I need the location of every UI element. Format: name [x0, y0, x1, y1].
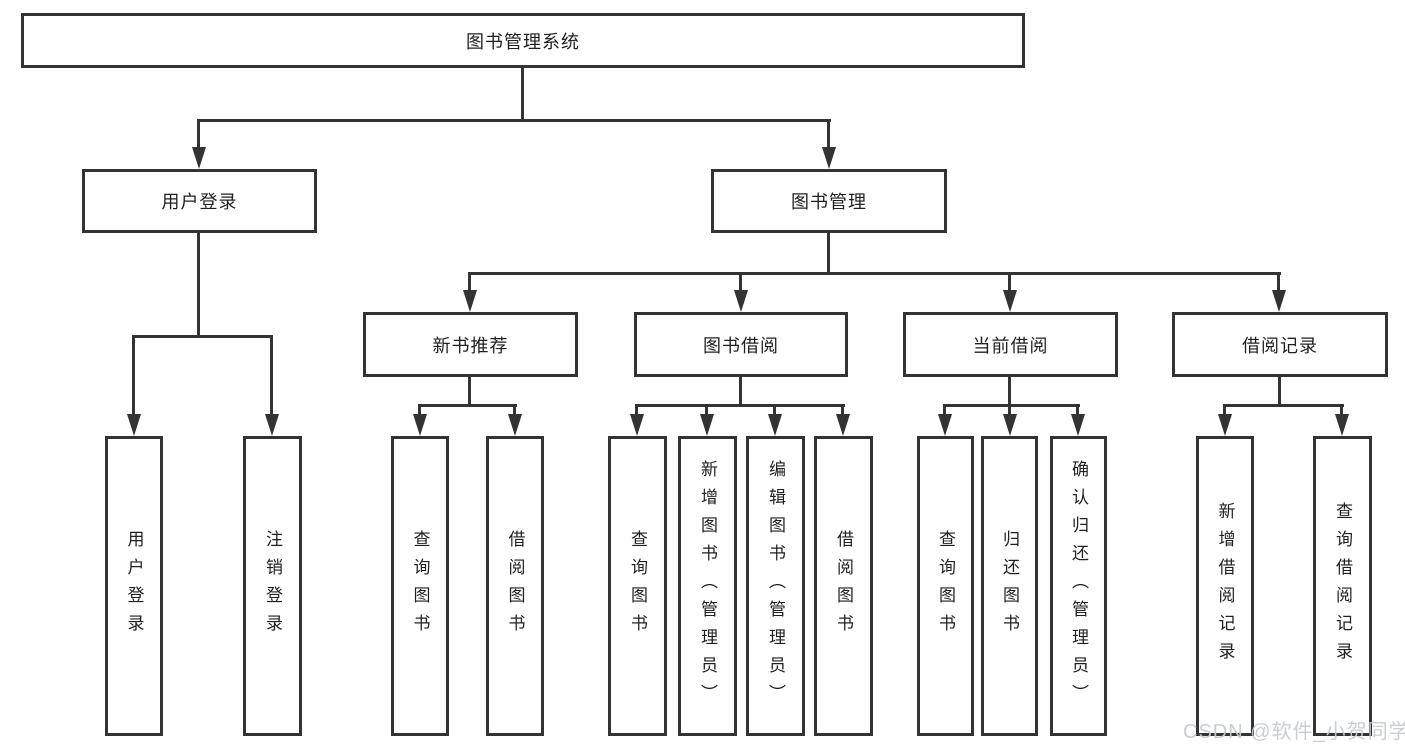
csdn-watermark: CSDN @软件_小贺同学 — [1183, 721, 1405, 743]
arrow-down-icon — [127, 414, 141, 436]
connector-line — [468, 272, 1281, 275]
arrow-down-icon — [700, 414, 714, 436]
leaf-query-books-recommend: 查询图书 — [391, 436, 449, 736]
node-label: 借阅图书 — [834, 530, 853, 642]
connector-line — [943, 404, 946, 416]
leaf-add-borrow-record: 新增借阅记录 — [1196, 436, 1254, 736]
arrow-down-icon — [836, 414, 850, 436]
connector-line — [705, 404, 708, 416]
arrow-down-icon — [463, 290, 477, 312]
node-library-management-system: 图书管理系统 — [21, 13, 1025, 68]
connector-line — [739, 377, 742, 407]
node-label: 用户登录 — [124, 530, 144, 642]
arrow-down-icon — [413, 414, 427, 436]
leaf-confirm-return-admin: 确认归还（管理员） — [1050, 436, 1107, 736]
connector-line — [468, 272, 471, 292]
connector-line — [1008, 272, 1011, 292]
arrow-down-icon — [1071, 414, 1085, 436]
node-new-book-recommendation: 新书推荐 — [363, 312, 578, 377]
connector-line — [198, 119, 831, 122]
leaf-add-book-admin: 新增图书（管理员） — [678, 436, 737, 736]
node-label: 归还图书 — [1000, 530, 1019, 642]
arrow-down-icon — [1335, 414, 1349, 436]
leaf-return-book: 归还图书 — [981, 436, 1038, 736]
connector-line — [635, 404, 638, 416]
arrow-down-icon — [822, 147, 836, 169]
connector-line — [197, 119, 200, 149]
node-label: 借阅图书 — [505, 530, 525, 642]
node-label: 查询图书 — [410, 530, 430, 642]
arrow-down-icon — [192, 147, 206, 169]
connector-line — [635, 404, 845, 407]
node-label: 图书管理 — [791, 192, 867, 212]
node-borrowing-records: 借阅记录 — [1172, 312, 1388, 377]
node-label: 用户登录 — [161, 192, 238, 212]
connector-line — [827, 233, 830, 274]
connector-line — [1223, 404, 1226, 416]
connector-line — [1340, 404, 1343, 416]
connector-line — [1278, 377, 1281, 407]
node-label: 确认归还（管理员） — [1069, 460, 1088, 712]
connector-line — [739, 272, 742, 292]
node-label: 借阅记录 — [1242, 335, 1318, 356]
arrow-down-icon — [768, 414, 782, 436]
connector-line — [943, 404, 1080, 407]
node-label: 当前借阅 — [972, 335, 1049, 356]
arrow-down-icon — [1272, 290, 1286, 312]
connector-line — [1076, 404, 1079, 416]
leaf-user-login: 用户登录 — [105, 436, 163, 736]
connector-line — [418, 404, 517, 407]
node-label: 新增借阅记录 — [1215, 502, 1235, 670]
connector-line — [1008, 404, 1011, 416]
connector-line — [197, 233, 200, 337]
node-label: 图书借阅 — [703, 335, 779, 356]
connector-line — [827, 119, 830, 149]
node-current-borrowing: 当前借阅 — [903, 312, 1118, 377]
node-label: 图书管理系统 — [466, 31, 580, 52]
node-user-login: 用户登录 — [82, 169, 317, 233]
arrow-down-icon — [1003, 414, 1017, 436]
node-label: 查询借阅记录 — [1333, 502, 1352, 670]
node-book-borrowing: 图书借阅 — [634, 312, 848, 377]
leaf-edit-book-admin: 编辑图书（管理员） — [746, 436, 805, 736]
leaf-query-books-current: 查询图书 — [917, 436, 974, 736]
node-label: 注销登录 — [263, 530, 282, 642]
node-label: 查询图书 — [936, 530, 955, 642]
connector-line — [841, 404, 844, 416]
leaf-borrow-books-recommend: 借阅图书 — [486, 436, 544, 736]
connector-line — [418, 404, 421, 416]
connector-line — [521, 68, 524, 122]
arrow-down-icon — [938, 414, 952, 436]
connector-line — [468, 377, 471, 407]
arrow-down-icon — [1218, 414, 1232, 436]
arrow-down-icon — [1003, 290, 1017, 312]
arrow-down-icon — [630, 414, 644, 436]
connector-line — [132, 335, 273, 338]
connector-line — [132, 335, 135, 415]
node-label: 查询图书 — [628, 530, 647, 642]
leaf-borrow-books-borrowing: 借阅图书 — [814, 436, 873, 736]
connector-line — [1277, 272, 1280, 292]
node-label: 新增图书（管理员） — [698, 460, 717, 712]
node-label: 编辑图书（管理员） — [766, 460, 785, 712]
leaf-query-borrow-record: 查询借阅记录 — [1313, 436, 1372, 736]
connector-line — [1223, 404, 1344, 407]
arrow-down-icon — [265, 414, 279, 436]
connector-line — [773, 404, 776, 416]
arrow-down-icon — [734, 290, 748, 312]
leaf-logout: 注销登录 — [243, 436, 302, 736]
arrow-down-icon — [508, 414, 522, 436]
node-label: 新书推荐 — [432, 335, 509, 356]
connector-line — [270, 335, 273, 415]
node-book-management: 图书管理 — [711, 169, 947, 233]
connector-line — [513, 404, 516, 416]
connector-line — [1008, 377, 1011, 407]
leaf-query-books-borrowing: 查询图书 — [608, 436, 667, 736]
